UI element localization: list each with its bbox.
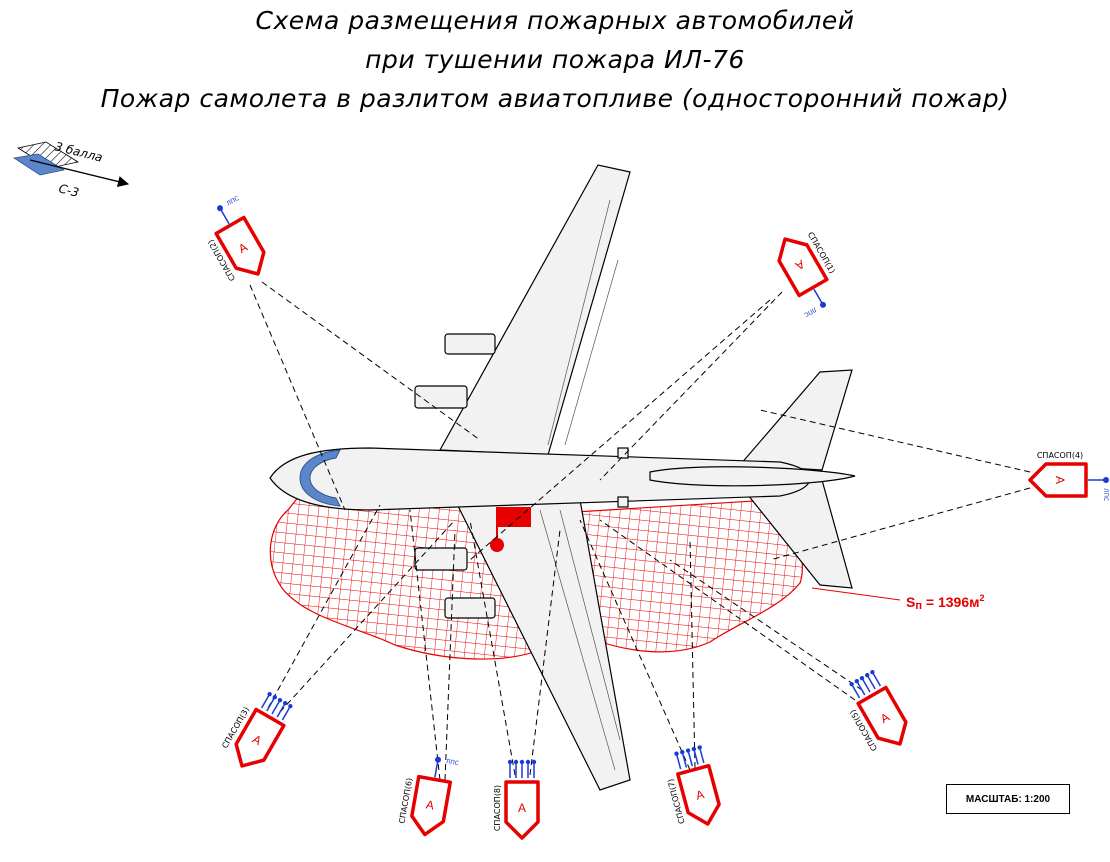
- engine-2: [414, 385, 468, 409]
- nozzle-lps-icon: ЛПС: [434, 756, 459, 778]
- jet-line-t3-0: [279, 519, 456, 713]
- jet-line-t7-0: [689, 539, 696, 769]
- vertical-fin: [649, 466, 856, 487]
- fire-truck-t8: А СПАСОП(8): [493, 759, 540, 840]
- fire-source-flag: [490, 507, 531, 552]
- jet-line-t1-1: [469, 299, 771, 561]
- jet-lines: [249, 281, 1031, 781]
- truck-body: [410, 774, 453, 837]
- nozzle-group-icon: [674, 745, 705, 770]
- aircraft-il76: [269, 164, 856, 791]
- nozzle-group-icon: [260, 691, 293, 721]
- svg-text:ЛПС: ЛПС: [225, 195, 240, 208]
- gear-door-1: [617, 447, 629, 459]
- title-line-3: Пожар самолета в разлитом авиатопливе (о…: [100, 84, 1010, 113]
- truck-body: [1028, 462, 1088, 498]
- wind-arrow: [29, 159, 130, 188]
- truck-label: СПАСОП(8): [493, 785, 502, 831]
- jet-line-t2-0: [261, 281, 481, 441]
- upper-stabilizer: [738, 369, 853, 471]
- svg-text:ЛПС: ЛПС: [803, 305, 818, 318]
- gear-door-2: [617, 496, 629, 508]
- jet-line-t5-0: [669, 559, 863, 691]
- truck-letter: А: [425, 797, 435, 812]
- engine-3: [414, 547, 468, 571]
- area-leader-line: [811, 587, 901, 601]
- truck-body: [676, 763, 721, 826]
- jet-line-t4-1: [769, 487, 1031, 561]
- cockpit-glazing: [299, 449, 341, 507]
- truck-body: [234, 707, 286, 768]
- jet-line-t1-0: [599, 291, 783, 481]
- nozzle-group-icon: [507, 759, 537, 778]
- engines: [414, 333, 496, 619]
- truck-body: [777, 237, 829, 298]
- svg-text:ЛПС: ЛПС: [1102, 488, 1109, 501]
- engine-1: [444, 333, 496, 355]
- jet-line-t3-1: [267, 504, 381, 709]
- scale-box: МАСШТАБ: 1:200: [946, 784, 1070, 814]
- wind-direction-symbol: [12, 153, 66, 176]
- wind-indicator: 3 балла С-3: [12, 139, 130, 200]
- svg-text:ЛПС: ЛПС: [445, 758, 459, 767]
- nozzle-group-icon: [849, 669, 882, 699]
- jet-line-t2-1: [249, 284, 346, 511]
- fire-truck-t4: А СПАСОП(4) ЛПС: [1028, 451, 1109, 501]
- truck-body: [856, 685, 908, 746]
- jet-line-t5-1: [599, 519, 856, 701]
- truck-body: [214, 215, 266, 276]
- truck-letter: А: [518, 801, 526, 815]
- truck-body: [504, 780, 540, 840]
- truck-label: СПАСОП(4): [1037, 451, 1083, 460]
- jet-line-t4-0: [759, 409, 1031, 473]
- jet-line-t8-0: [469, 519, 516, 776]
- engine-4: [444, 597, 496, 619]
- fire-area-label: Sп = 1396м2: [906, 593, 984, 612]
- spill-area-rear: [574, 499, 803, 653]
- wind-direction-label: С-3: [57, 181, 80, 200]
- jet-line-t7-1: [579, 519, 691, 771]
- truck-letter: А: [1053, 476, 1067, 484]
- jet-line-t6-0: [409, 509, 441, 781]
- title-line-2: при тушении пожара ИЛ-76: [365, 45, 745, 74]
- upper-wing: [439, 164, 631, 456]
- title-line-1: Схема размещения пожарных автомобилей: [255, 6, 855, 35]
- nozzle-lps-icon: ЛПС: [1088, 477, 1109, 501]
- jet-line-t8-1: [529, 529, 561, 776]
- truck-letter: А: [694, 787, 705, 803]
- jet-line-t6-1: [444, 529, 456, 781]
